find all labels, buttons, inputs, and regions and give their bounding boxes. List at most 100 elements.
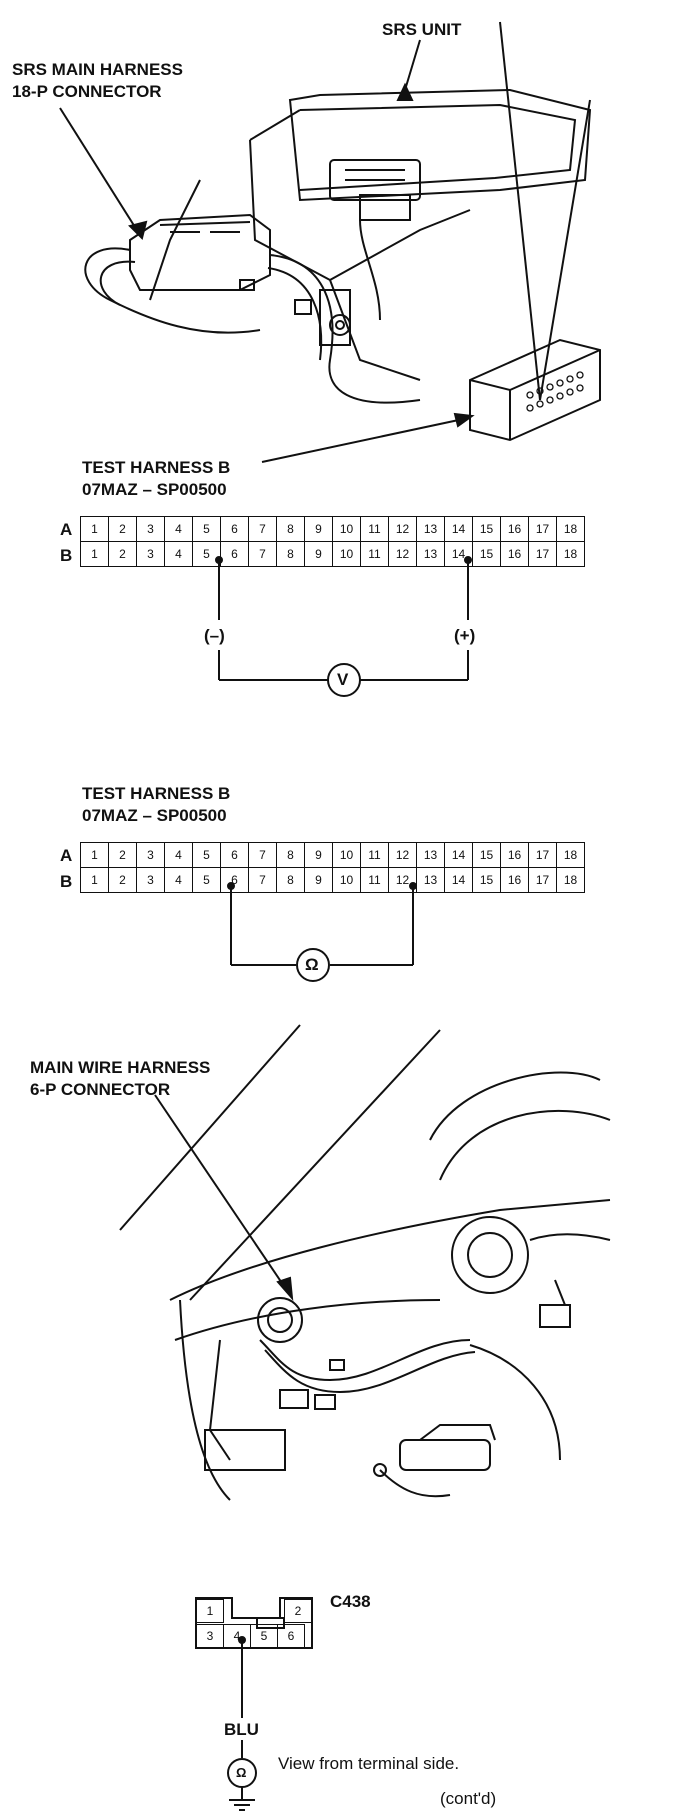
pin-6: 6: [277, 1624, 305, 1648]
grid1-row-b-pin-10: 10: [332, 541, 361, 567]
grid2-row-a-pin-12: 12: [388, 842, 417, 868]
row-label-a-2: A: [60, 846, 73, 865]
wire-color-label: BLU: [224, 1720, 259, 1739]
grid2-row-a-pin-7: 7: [248, 842, 277, 868]
grid1-row-a-pin-18: 18: [556, 516, 585, 542]
grid1-row-a-pin-5: 5: [192, 516, 221, 542]
grid2-row-a-pin-16: 16: [500, 842, 529, 868]
pin-4: 4: [223, 1624, 251, 1648]
grid1-row-a-pin-10: 10: [332, 516, 361, 542]
grid2-row-b-pin-18: 18: [556, 867, 585, 893]
grid2-row-a-pin-8: 8: [276, 842, 305, 868]
ohm-symbol-small: Ω: [236, 1765, 247, 1780]
grid1-row-b-pin-4: 4: [164, 541, 193, 567]
positive-probe-label: (+): [454, 626, 476, 645]
grid2-row-b-pin-14: 14: [444, 867, 473, 893]
grid2-row-a-pin-17: 17: [528, 842, 557, 868]
grid1-row-b-pin-8: 8: [276, 541, 305, 567]
grid1-row-a-pin-9: 9: [304, 516, 333, 542]
grid1-row-a-pin-4: 4: [164, 516, 193, 542]
connector-6p-bottom: 3 4 5 6: [196, 1624, 305, 1648]
grid1-row-b-pin-17: 17: [528, 541, 557, 567]
grid1-row-a-pin-11: 11: [360, 516, 389, 542]
grid1-row-b-pin-5: 5: [192, 541, 221, 567]
grid1-row-a-pin-6: 6: [220, 516, 249, 542]
test-harness-title-1: TEST HARNESS B: [82, 458, 231, 477]
connector-id: C438: [330, 1592, 371, 1611]
grid2-row-b-pin-8: 8: [276, 867, 305, 893]
test-harness-part-2: 07MAZ – SP00500: [82, 806, 227, 825]
grid1-row-a-pin-8: 8: [276, 516, 305, 542]
connector-6p-top-left: 1: [196, 1599, 224, 1623]
grid1-row-b-pin-12: 12: [388, 541, 417, 567]
grid1-row-b-pin-6: 6: [220, 541, 249, 567]
grid1-row-b-pin-11: 11: [360, 541, 389, 567]
grid1-row-a-pin-17: 17: [528, 516, 557, 542]
grid2-row-b-pin-11: 11: [360, 867, 389, 893]
row-label-b: B: [60, 546, 73, 565]
grid2-row-a-pin-15: 15: [472, 842, 501, 868]
view-note: View from terminal side.: [278, 1754, 460, 1773]
grid1-row-b-pin-13: 13: [416, 541, 445, 567]
grid2-row-b-pin-7: 7: [248, 867, 277, 893]
main-wire-connector-label: 6-P CONNECTOR: [30, 1080, 171, 1099]
grid1-row-b-pin-1: 1: [80, 541, 109, 567]
grid1-row-b-pin-15: 15: [472, 541, 501, 567]
grid2-row-a-pin-11: 11: [360, 842, 389, 868]
grid2-row-b-pin-15: 15: [472, 867, 501, 893]
grid2-row-b-pin-1: 1: [80, 867, 109, 893]
grid1-row-b-pin-9: 9: [304, 541, 333, 567]
grid1-row-a-pin-16: 16: [500, 516, 529, 542]
pin-5: 5: [250, 1624, 278, 1648]
grid1-row-b-pin-3: 3: [136, 541, 165, 567]
grid2-row-b-pin-17: 17: [528, 867, 557, 893]
grid2-row-a-pin-4: 4: [164, 842, 193, 868]
test-harness-title-2: TEST HARNESS B: [82, 784, 231, 803]
grid2-row-a-pin-9: 9: [304, 842, 333, 868]
row-label-b-2: B: [60, 872, 73, 891]
grid2-row-b-pin-2: 2: [108, 867, 137, 893]
grid2-row-a-pin-5: 5: [192, 842, 221, 868]
grid2-row-b-pin-3: 3: [136, 867, 165, 893]
grid2-row-b-pin-12: 12: [388, 867, 417, 893]
srs-main-harness-connector-label: 18-P CONNECTOR: [12, 82, 162, 101]
grid2-row-a-pin-1: 1: [80, 842, 109, 868]
connector-6p-top-right: 2: [284, 1599, 312, 1623]
grid1-row-a-pin-7: 7: [248, 516, 277, 542]
grid2-row-a-pin-2: 2: [108, 842, 137, 868]
grid1-row-a-pin-14: 14: [444, 516, 473, 542]
grid2-row-a-pin-6: 6: [220, 842, 249, 868]
srs-main-harness-label: SRS MAIN HARNESS: [12, 60, 183, 79]
grid2-row-b-pin-13: 13: [416, 867, 445, 893]
grid2-row-a-pin-14: 14: [444, 842, 473, 868]
srs-unit-illustration: [59, 21, 601, 463]
grid1-row-b-pin-2: 2: [108, 541, 137, 567]
grid2-row-b-pin-5: 5: [192, 867, 221, 893]
grid1-row-b-pin-16: 16: [500, 541, 529, 567]
grid1-row-a-pin-2: 2: [108, 516, 137, 542]
grid1-row-a-pin-13: 13: [416, 516, 445, 542]
grid2-row-b-pin-9: 9: [304, 867, 333, 893]
grid1-row-a-pin-3: 3: [136, 516, 165, 542]
grid2-row-a-pin-18: 18: [556, 842, 585, 868]
grid2-row-a-pin-10: 10: [332, 842, 361, 868]
grid2-row-b-pin-10: 10: [332, 867, 361, 893]
grid2-row-b-pin-16: 16: [500, 867, 529, 893]
ohmmeter-symbol: Ω: [305, 955, 319, 974]
grid1-row-a-pin-15: 15: [472, 516, 501, 542]
test-harness-part-1: 07MAZ – SP00500: [82, 480, 227, 499]
grid2-row-b-pin-4: 4: [164, 867, 193, 893]
negative-probe-label: (–): [204, 626, 225, 645]
row-label-a: A: [60, 520, 73, 539]
pin-3: 3: [196, 1624, 224, 1648]
grid1-row-a-pin-12: 12: [388, 516, 417, 542]
continued-note: (cont'd): [440, 1789, 497, 1808]
grid1-row-b-pin-14: 14: [444, 541, 473, 567]
main-wire-harness-label: MAIN WIRE HARNESS: [30, 1058, 211, 1077]
srs-unit-label: SRS UNIT: [382, 20, 462, 39]
grid1-row-b-pin-7: 7: [248, 541, 277, 567]
pin-1: 1: [196, 1599, 224, 1623]
grid2-row-a-pin-13: 13: [416, 842, 445, 868]
